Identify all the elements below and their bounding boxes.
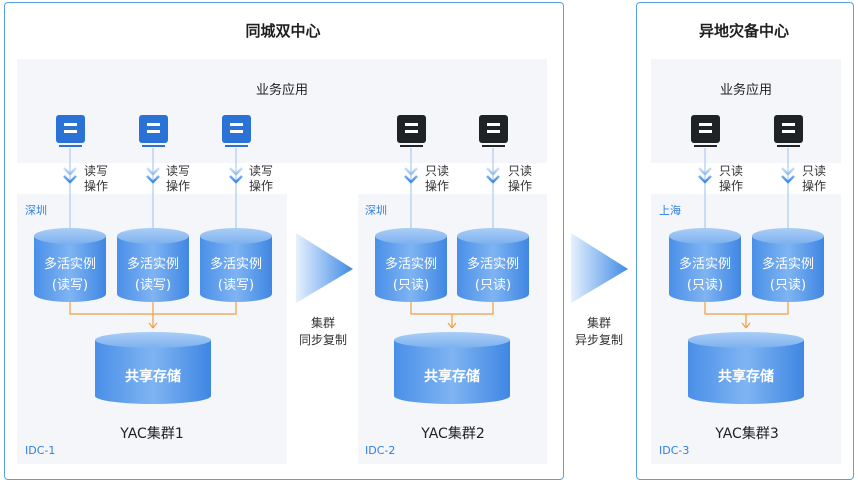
server-icon xyxy=(774,115,803,147)
op-label-ro-5: 只读操作 xyxy=(508,164,533,193)
same-city-dual-center-title: 同城双中心 xyxy=(245,22,321,40)
op-label-ro-7: 只读操作 xyxy=(802,164,827,193)
business-app-panel-left xyxy=(17,59,547,163)
remote-dr-center-title: 异地灾备中心 xyxy=(698,22,789,40)
server-icon xyxy=(139,115,168,147)
instance-cylinder-rw-label: (读写) xyxy=(52,278,88,293)
idc-1-region: 深圳 xyxy=(25,204,47,217)
server-icon xyxy=(56,115,85,147)
business-app-label-left: 业务应用 xyxy=(255,83,308,98)
sync-replication-arrow xyxy=(296,233,353,303)
idc-3-label: IDC-3 xyxy=(659,444,690,457)
ro-server-icons xyxy=(397,115,803,147)
instance-cylinder-ro-label: (只读) xyxy=(687,278,723,293)
server-icon xyxy=(222,115,251,147)
async-replication-label: 集群 异步复制 xyxy=(567,315,631,349)
op-label-ro-4: 只读操作 xyxy=(425,164,450,193)
cluster-1-name: YAC集群1 xyxy=(120,426,184,442)
idc-2-label: IDC-2 xyxy=(365,444,396,457)
shared-storage-cylinder: 共享存储 xyxy=(394,332,510,404)
instance-cylinder-ro-label: 多活实例 xyxy=(385,256,437,272)
server-icon xyxy=(691,115,720,147)
instance-cylinder-ro-label: (只读) xyxy=(393,278,429,293)
sync-replication-label: 集群 同步复制 xyxy=(293,315,353,349)
instance-cylinder-ro: 多活实例 (只读) xyxy=(752,228,824,302)
storage-connectors xyxy=(69,298,789,329)
shared-storage-cylinder-label: 共享存储 xyxy=(125,368,181,385)
instance-cylinder-ro-label: (只读) xyxy=(475,278,511,293)
instance-cylinder-rw: 多活实例 (读写) xyxy=(200,228,272,302)
shared-storage-cylinder: 共享存储 xyxy=(95,332,211,404)
sync-label-line2: 同步复制 xyxy=(298,333,347,347)
instance-cylinder-rw-label: 多活实例 xyxy=(210,256,262,272)
shared-storage-cylinder: 共享存储 xyxy=(688,332,804,404)
server-icon xyxy=(479,115,508,147)
instance-cylinder-rw-label: 多活实例 xyxy=(127,256,179,272)
cluster-2-name: YAC集群2 xyxy=(421,426,485,442)
sync-label-line1: 集群 xyxy=(310,316,335,330)
instance-cylinder-rw: 多活实例 (读写) xyxy=(117,228,189,302)
op-label-rw-3: 读写操作 xyxy=(249,164,274,193)
instance-cylinder-rw: 多活实例 (读写) xyxy=(34,228,106,302)
instance-cylinder-rw-label: 多活实例 xyxy=(44,256,96,272)
instance-cylinder-ro: 多活实例 (只读) xyxy=(375,228,447,302)
business-app-panel-right xyxy=(651,59,841,163)
op-label-ro-6: 只读操作 xyxy=(719,164,744,193)
cluster-3-name: YAC集群3 xyxy=(715,426,779,442)
instance-cylinder-ro-label: 多活实例 xyxy=(467,256,519,272)
idc-2-region: 深圳 xyxy=(365,204,387,217)
server-icon xyxy=(397,115,426,147)
rw-server-icons xyxy=(56,115,251,147)
async-replication-arrow xyxy=(571,233,628,303)
instance-cylinder-ro-label: 多活实例 xyxy=(762,256,814,272)
async-label-line1: 集群 xyxy=(586,316,611,330)
op-label-rw-1: 读写操作 xyxy=(84,164,109,193)
connector-lines xyxy=(69,148,789,230)
async-label-line2: 异步复制 xyxy=(574,333,623,347)
instance-cylinder-ro: 多活实例 (只读) xyxy=(669,228,741,302)
instance-cylinder-rw-label: (读写) xyxy=(135,278,171,293)
flow-chevrons xyxy=(63,167,795,184)
business-app-label-right: 业务应用 xyxy=(719,83,772,98)
instance-cylinder-rw-label: (读写) xyxy=(218,278,254,293)
shared-storage-cylinder-label: 共享存储 xyxy=(424,368,480,385)
idc-3-region: 上海 xyxy=(659,204,681,217)
instance-cylinder-ro-label: 多活实例 xyxy=(679,256,731,272)
idc-1-label: IDC-1 xyxy=(25,444,56,457)
op-label-rw-2: 读写操作 xyxy=(166,164,191,193)
shared-storage-cylinder-label: 共享存储 xyxy=(718,368,774,385)
instance-cylinder-ro-label: (只读) xyxy=(770,278,806,293)
instance-cylinder-ro: 多活实例 (只读) xyxy=(457,228,529,302)
